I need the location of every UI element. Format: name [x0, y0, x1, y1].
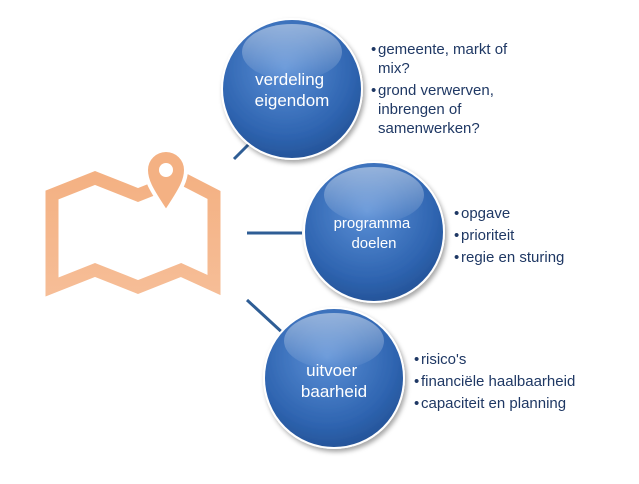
connector-3: [245, 298, 287, 337]
node-label-line: eigendom: [255, 91, 330, 110]
map-pin-icon: [45, 170, 221, 297]
bullet-item: regie en sturing: [454, 248, 604, 267]
connector-1: [232, 141, 252, 161]
bullet-list-programma-doelen: opgave prioriteit regie en sturing: [454, 204, 604, 270]
bullet-item: opgave: [454, 204, 604, 223]
bullet-item: grond verwerven, inbrengen of samenwerke…: [371, 81, 541, 138]
node-label-line: baarheid: [301, 382, 367, 401]
node-label: uitvoer baarheid: [301, 361, 367, 401]
node-label-line: doelen: [351, 235, 396, 252]
bullet-item: risico's: [414, 350, 624, 369]
bullet-list-verdeling-eigendom: gemeente, markt of mix? grond verwerven,…: [371, 40, 541, 141]
bullet-item: financiële haalbaarheid: [414, 372, 624, 391]
node-gloss: [242, 24, 342, 80]
node-label-line: programma: [334, 215, 411, 232]
bullet-list-uitvoerbaarheid: risico's financiële haalbaarheid capacit…: [414, 350, 624, 416]
bullet-item: gemeente, markt of mix?: [371, 40, 541, 78]
location-pin-icon: [143, 148, 189, 216]
node-label-line: uitvoer: [306, 361, 357, 380]
node-label-line: verdeling: [255, 70, 324, 89]
node-gloss: [284, 313, 384, 369]
node-label: programma doelen: [334, 215, 415, 252]
node-gloss: [324, 167, 424, 223]
node-label: verdeling eigendom: [255, 70, 330, 110]
bullet-item: prioriteit: [454, 226, 604, 245]
bullet-item: capaciteit en planning: [414, 394, 624, 413]
